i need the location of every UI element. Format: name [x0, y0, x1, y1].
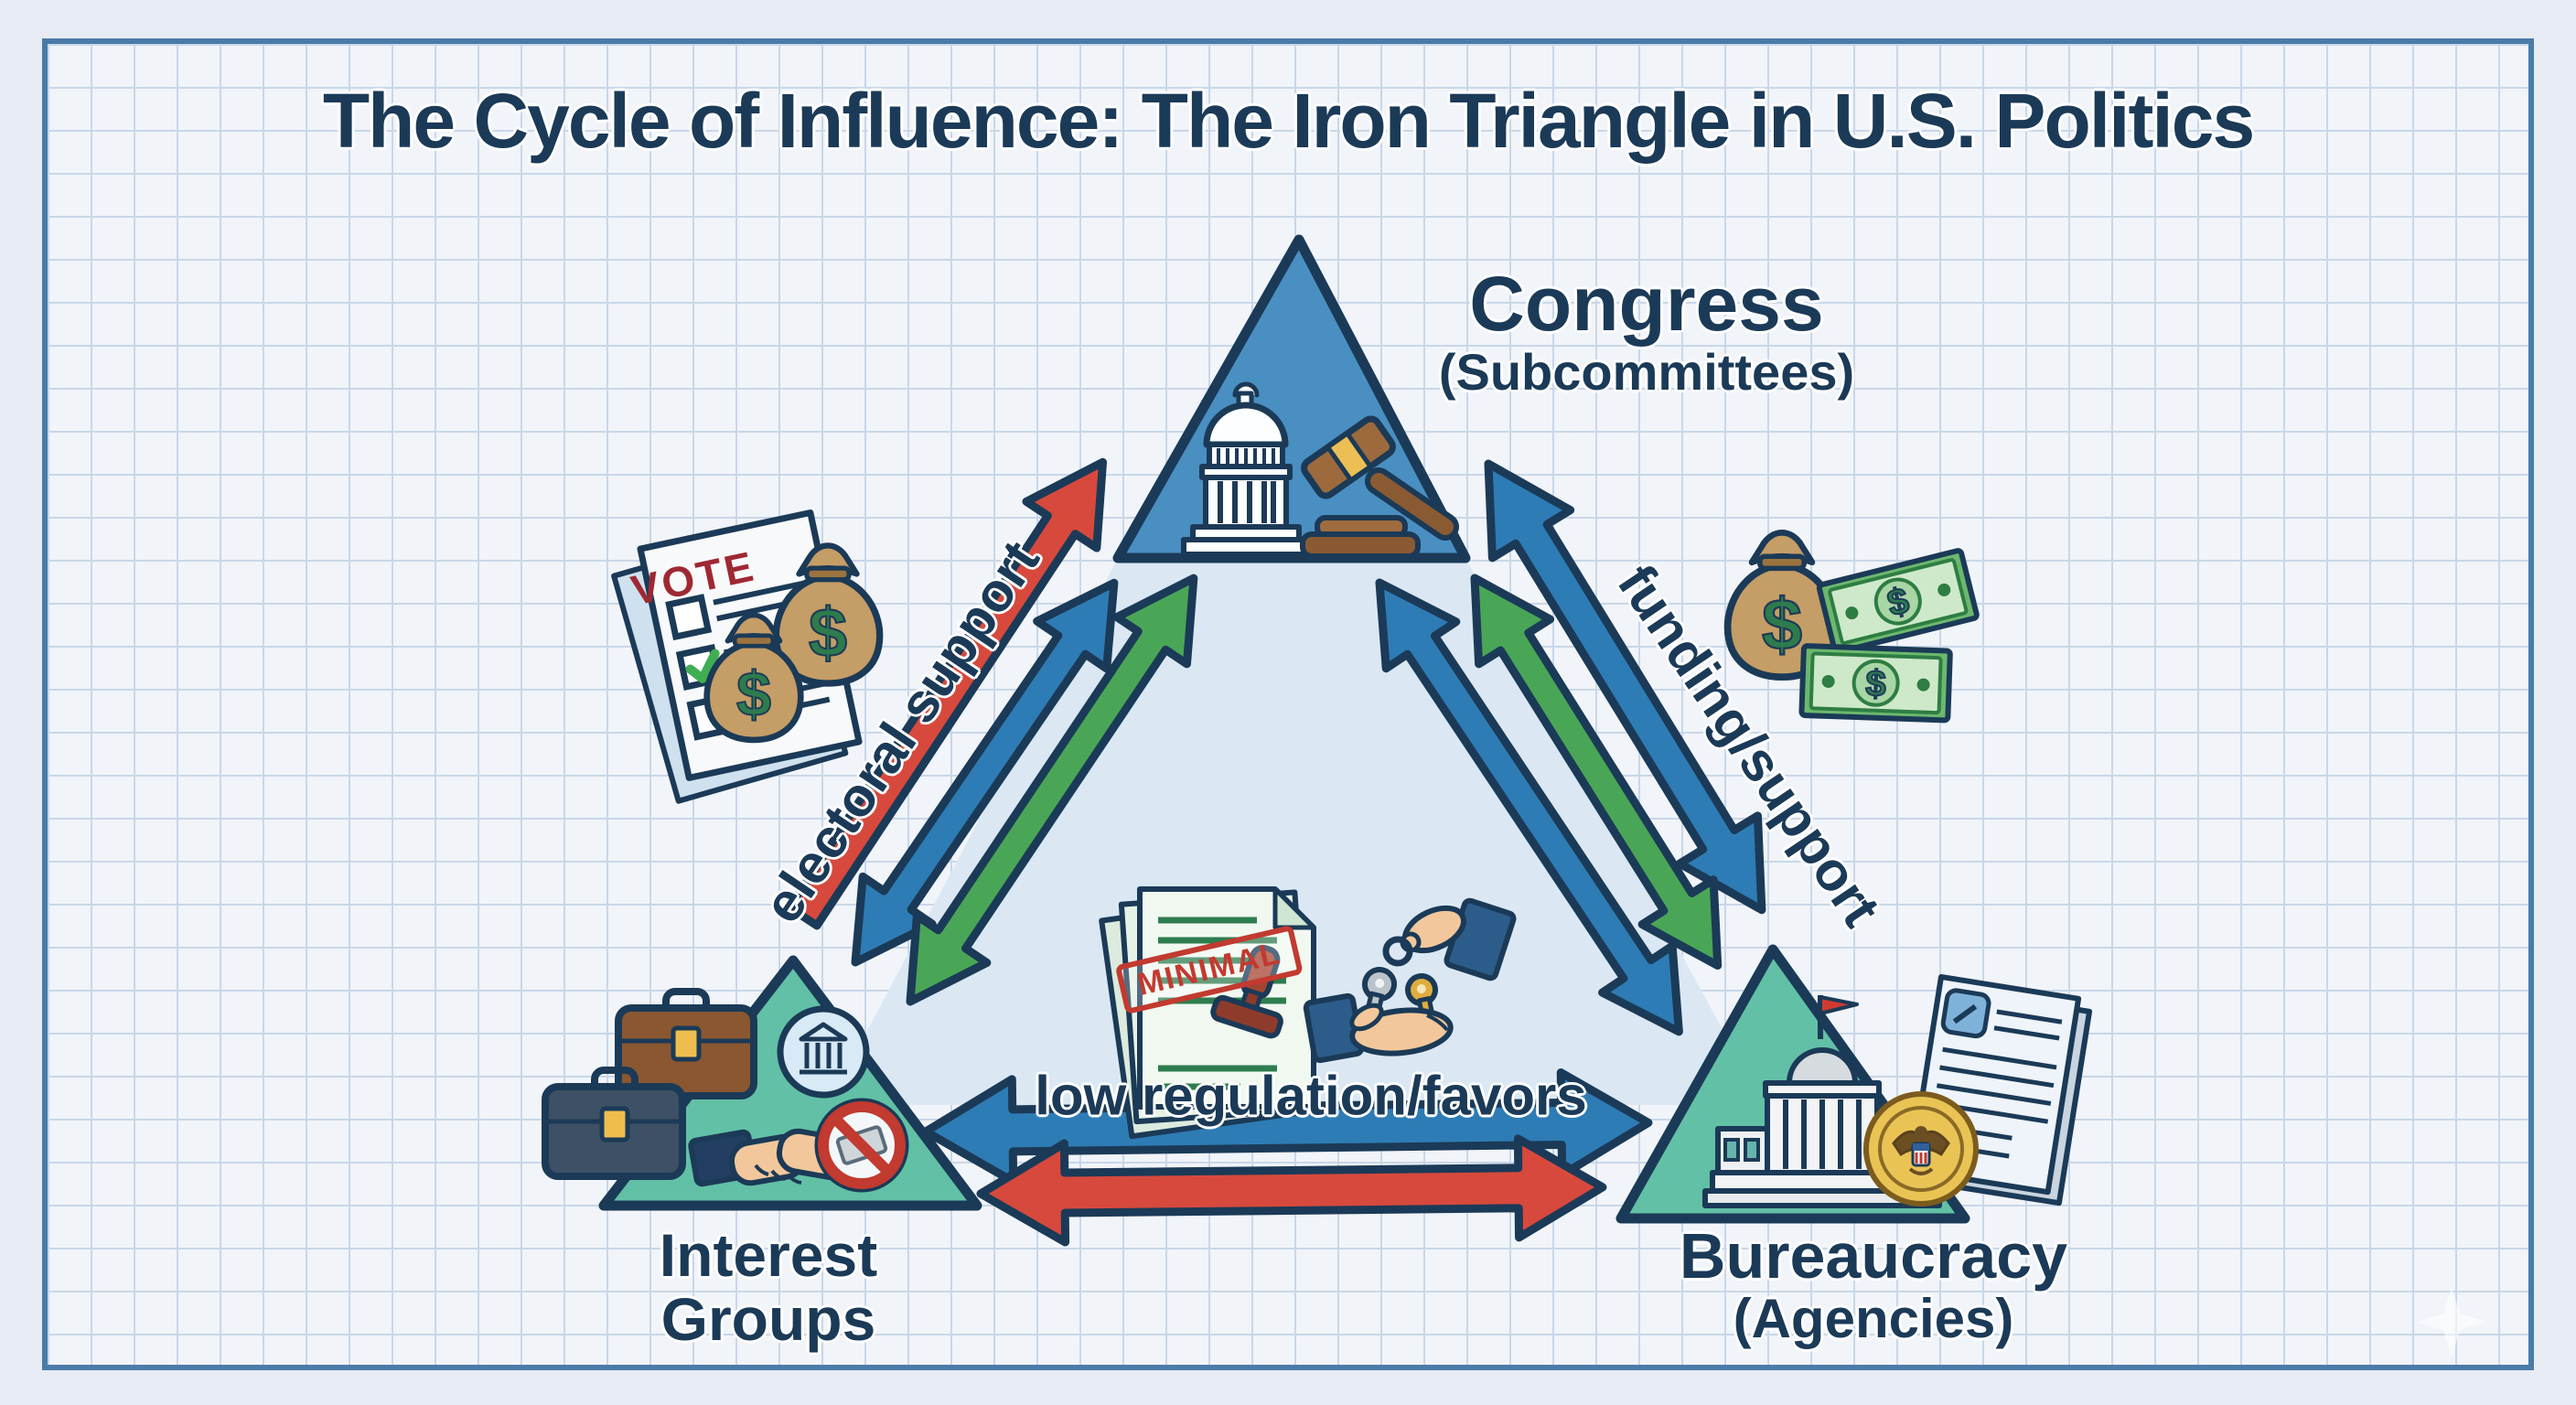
- svg-text:$: $: [1762, 583, 1802, 664]
- arrow-left-green: [906, 574, 1198, 1006]
- bank-badge-icon: [777, 1005, 870, 1099]
- arrow-low-regulation-blue: [921, 1068, 1653, 1186]
- rubber-stamp-icon: [1210, 944, 1283, 1039]
- interest-label-line2: Groups: [660, 1284, 876, 1353]
- no-bribe-icon: [814, 1098, 909, 1193]
- dollar-bill-icon: $: [1816, 548, 1980, 655]
- svg-text:$: $: [809, 595, 847, 672]
- bureaucracy-sublabel: (Agencies): [1733, 1288, 2014, 1350]
- arrow-funding-blue-outer: [1484, 459, 1766, 915]
- dollar-bill-icon: $: [1798, 643, 1953, 724]
- interest-label-line1: Interest: [659, 1221, 878, 1289]
- open-hand-icon: [1303, 992, 1454, 1064]
- sparkle-watermark-icon: [2417, 1287, 2486, 1357]
- edge-label-low-regulation: low regulation/favors: [1035, 1065, 1587, 1127]
- money-bag-icon: $: [703, 612, 804, 744]
- arrow-right-blue-inner: [1375, 578, 1683, 1036]
- gavel-icon: [1300, 415, 1459, 559]
- arrow-electoral-support-red: [785, 457, 1108, 930]
- capitol-building-icon: [1181, 381, 1311, 557]
- hand-giving-keys-icon: [1358, 897, 1517, 1043]
- svg-text:$: $: [1865, 663, 1887, 704]
- node-label-interest-groups: Interest Groups: [659, 1221, 878, 1353]
- money-bag-icon: $: [1723, 530, 1841, 681]
- bureaucracy-label: Bureaucracy: [1679, 1220, 2068, 1292]
- briefcase-icon: [542, 1067, 686, 1180]
- eagle-seal-icon: [1863, 1091, 1979, 1207]
- arrow-right-green: [1470, 574, 1723, 971]
- node-label-congress: Congress (Subcommittees): [1439, 263, 1854, 399]
- congress-label: Congress: [1469, 261, 1824, 347]
- money-bag-icon: $: [772, 542, 884, 687]
- page-title: The Cycle of Influence: The Iron Triangl…: [322, 78, 2255, 164]
- briefcase-icon: [615, 988, 757, 1099]
- congress-sublabel: (Subcommittees): [1438, 343, 1855, 402]
- svg-text:$: $: [736, 660, 771, 729]
- node-label-bureaucracy: Bureaucracy (Agencies): [1680, 1222, 2067, 1348]
- arrow-low-regulation-red: [976, 1134, 1607, 1247]
